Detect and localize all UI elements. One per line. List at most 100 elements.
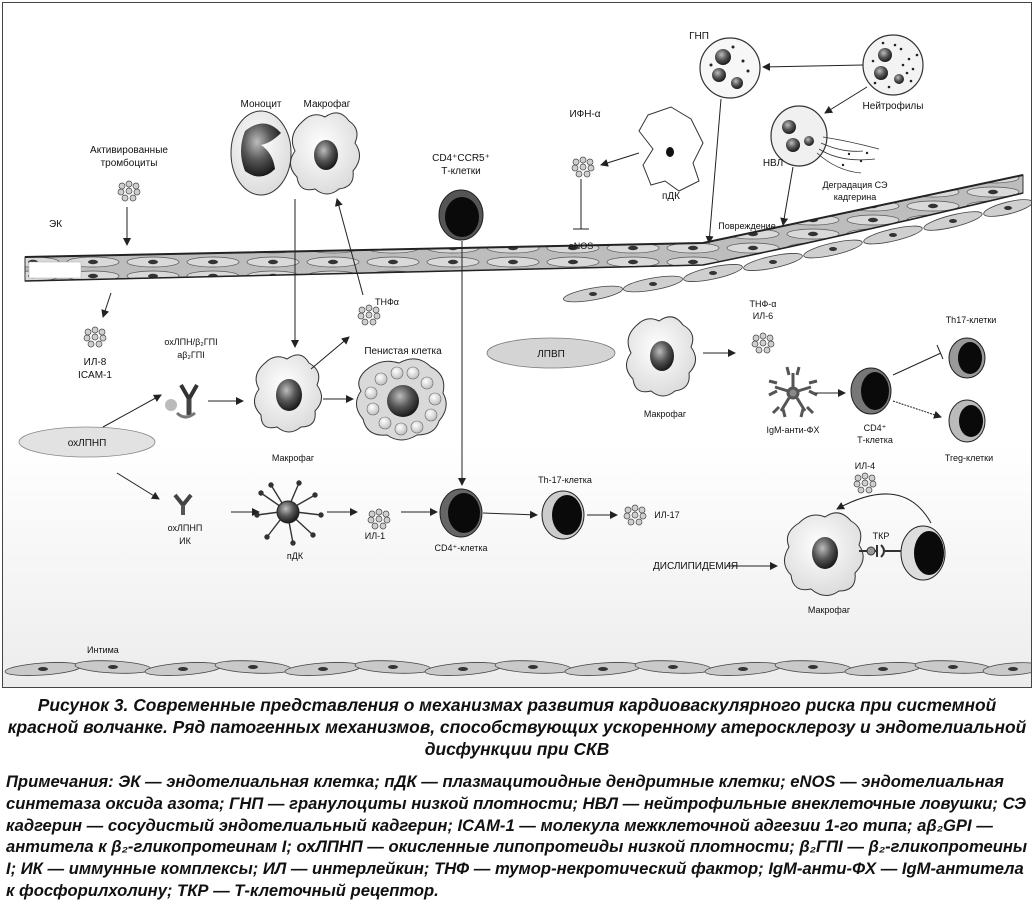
- cytokine-dot: [373, 312, 381, 320]
- cytokine-dot: [383, 516, 391, 524]
- label-oxldl-b2gpi-2: aβ₂ГПI: [177, 350, 205, 360]
- cytokine-dot: [857, 486, 865, 494]
- cytokine-dot: [639, 512, 647, 520]
- cytokine-dot: [365, 304, 373, 312]
- monocyte-cell: [230, 110, 292, 196]
- label-th17cells: Th17-клетки: [946, 315, 997, 325]
- label-il17: ИЛ-17: [654, 510, 679, 520]
- igm-pentamer: [768, 366, 818, 418]
- label-pdc-bottom: пДК: [287, 551, 304, 561]
- cytokine-dot: [853, 480, 861, 488]
- neutrophil-granules: [871, 41, 919, 89]
- label-gnp: ГНП: [689, 31, 709, 42]
- label-il1: ИЛ-1: [365, 531, 385, 541]
- cytokine-dot: [132, 182, 140, 190]
- diagram-labels: ЭК Активированные тромбоциты Моноцит Мак…: [49, 31, 996, 655]
- cytokine-dot: [579, 163, 587, 171]
- th17-cells-right: [948, 337, 986, 379]
- label-il4: ИЛ-4: [855, 461, 875, 471]
- cytokine-clusters: [83, 156, 877, 530]
- cytokine-dot: [751, 340, 759, 348]
- cytokine-dot: [861, 472, 869, 480]
- label-macrophage-right: Макрофаг: [644, 409, 687, 419]
- cytokine-dot: [586, 158, 594, 166]
- cd4-t-cell-right: [850, 367, 892, 415]
- label-macrophage-top: Макрофаг: [304, 98, 351, 110]
- cytokine-dot: [623, 512, 631, 520]
- cytokine-dot: [767, 340, 775, 348]
- cytokine-dot: [627, 518, 635, 526]
- treg-cells: [948, 399, 986, 443]
- tcr-t-cell: [859, 525, 946, 581]
- label-ifn: ИФН-α: [569, 109, 600, 120]
- macrophage-top-cell: [290, 112, 360, 195]
- label-cd4cell: CD4⁺-клетка: [434, 543, 487, 553]
- label-macrophage-mid: Макрофаг: [272, 453, 315, 463]
- label-act-platelets-1: Активированные: [90, 145, 168, 156]
- cytokine-dot: [118, 182, 126, 190]
- macrophage-right-cell: [626, 316, 696, 397]
- cytokine-dot: [372, 306, 380, 314]
- cytokine-dot: [759, 339, 767, 347]
- figure-notes: Примечания: ЭК — эндотелиальная клетка; …: [6, 772, 1028, 900]
- label-tnf-left: ТНФα: [375, 297, 399, 307]
- label-cd4t-1: CD4⁺: [864, 423, 887, 433]
- label-oxldl-b2gpi-1: охЛПН/β₂ГПI: [164, 337, 217, 347]
- label-igm: IgM-анти-ФХ: [767, 425, 820, 435]
- cytokine-dot: [759, 332, 767, 340]
- cytokine-dot: [117, 188, 125, 196]
- cytokine-dot: [375, 508, 383, 516]
- cytokine-dot: [95, 340, 103, 348]
- label-treg: Treg-клетки: [945, 453, 993, 463]
- cytokine-dot: [129, 194, 137, 202]
- pdc-bottom-cell: [254, 480, 324, 546]
- label-ek: ЭК: [49, 219, 62, 230]
- cytokine-dot: [638, 506, 646, 514]
- cytokine-dot: [367, 516, 375, 524]
- cytokine-dot: [375, 515, 383, 523]
- label-lpvp: ЛПВП: [537, 349, 565, 360]
- lpvp-ellipse: [486, 337, 616, 369]
- label-damage: Повреждение: [718, 221, 775, 231]
- label-cadherin-1: Деградация СЭ: [822, 180, 888, 190]
- label-tnf-il6-1: ТНФ-α: [749, 299, 776, 309]
- cytokine-dot: [631, 511, 639, 519]
- cytokine-dot: [84, 328, 92, 336]
- label-enos: eNOS: [569, 241, 594, 251]
- label-cd4ccr5-2: Т-клетки: [441, 166, 481, 177]
- cytokine-dot: [361, 318, 369, 326]
- macrophage-middle-cell: [254, 354, 322, 433]
- label-oxldl-ik-1: охЛПНП: [168, 523, 203, 533]
- arrows: [101, 62, 944, 570]
- cytokine-dot: [368, 510, 376, 518]
- cytokine-dot: [631, 504, 639, 512]
- cytokine-dot: [755, 346, 763, 354]
- label-th17cell: Th-17-клетка: [538, 475, 592, 485]
- cytokine-dot: [868, 474, 876, 482]
- label-cadherin-2: кадгерина: [834, 192, 877, 202]
- label-oxldl-ik-2: ИК: [179, 536, 191, 546]
- cytokine-dot: [99, 334, 107, 342]
- cytokine-dot: [125, 180, 133, 188]
- figure-caption: Рисунок 3. Современные представления о м…: [7, 695, 1027, 759]
- th17-cell: [541, 490, 585, 540]
- label-macrophage-br: Макрофаг: [808, 605, 851, 615]
- label-nvl: НВЛ: [763, 158, 783, 169]
- cytokine-dot: [763, 346, 771, 354]
- cytokine-dot: [357, 312, 365, 320]
- macrophage-bottom-right-cell: [784, 512, 864, 596]
- label-intima: Интима: [87, 645, 119, 655]
- cytokine-dot: [371, 522, 379, 530]
- label-il8: ИЛ-8: [84, 357, 107, 368]
- endothelium-band: [24, 174, 1024, 282]
- oxldl-ellipse: [18, 426, 156, 458]
- cytokine-dot: [91, 333, 99, 341]
- label-act-platelets-2: тромбоциты: [101, 157, 158, 169]
- cytokine-dot: [587, 164, 595, 172]
- cytokine-dot: [121, 194, 129, 202]
- nvl-cell: [770, 105, 880, 174]
- label-foam: Пенистая клетка: [364, 346, 442, 357]
- cytokine-dot: [766, 334, 774, 342]
- oxldl-ik-complex: [173, 493, 193, 515]
- atherosclerosis-diagram: ЭК Активированные тромбоциты Моноцит Мак…: [3, 31, 1031, 687]
